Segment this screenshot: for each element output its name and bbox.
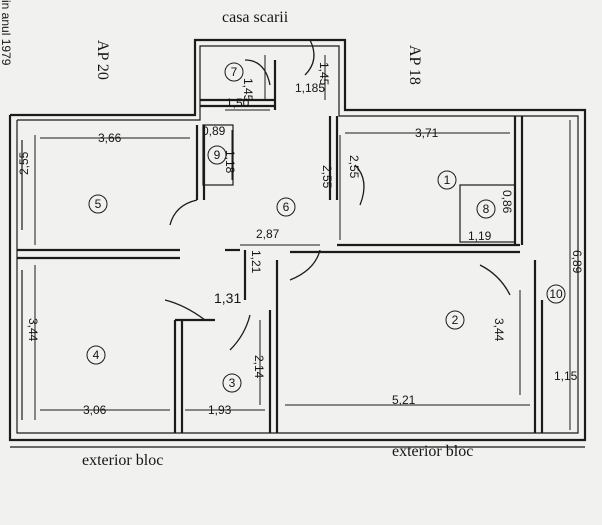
- dim-corridor-height: 2,55: [320, 165, 334, 189]
- dim-corridor-width: 2,87: [256, 227, 280, 241]
- apartment-18-label: AP 18: [406, 45, 423, 85]
- room-1-number: 1: [444, 173, 451, 187]
- dim-room3-width: 1,93: [208, 403, 232, 417]
- exterior-right-label: exterior bloc: [392, 443, 473, 460]
- dim-room3-height: 2,14: [252, 355, 266, 379]
- dim-room2-height: 3,44: [492, 318, 506, 342]
- dim-room10-width: 1,15: [554, 369, 578, 383]
- door-room-10: [479, 264, 511, 296]
- door-room-1: [354, 164, 365, 206]
- room-7-number: 7: [231, 65, 238, 79]
- dim-room7-height: 1,45: [241, 78, 255, 102]
- interior-walls: [17, 60, 544, 433]
- dim-room1-width: 3,71: [415, 126, 439, 140]
- exterior-left-label: exterior bloc: [82, 452, 163, 469]
- room-9-marker: 9: [207, 145, 227, 165]
- dim-room4-height: 3,44: [26, 318, 40, 342]
- dim-hall-height: 1,21: [249, 250, 263, 274]
- room-8-marker: 8: [476, 199, 496, 219]
- room-5-number: 5: [95, 197, 102, 211]
- room-3-marker: 3: [222, 373, 242, 393]
- apartment-20-label: AP 20: [94, 40, 111, 80]
- plan-labels: casa scarii AP 20 AP 18 exterior bloc ex…: [0, 0, 473, 469]
- dim-room2-width: 5,21: [392, 393, 416, 407]
- room-10-number: 10: [549, 287, 563, 301]
- room-6-number: 6: [283, 200, 290, 214]
- door-stairs: [304, 39, 315, 76]
- room-3-number: 3: [229, 376, 236, 390]
- dim-room5-height: 2,55: [17, 151, 31, 175]
- stairs-label: casa scarii: [222, 9, 289, 26]
- room-4-number: 4: [93, 348, 100, 362]
- dim-stairs-height: 1,45: [317, 62, 331, 86]
- dim-stairs-width: 1,185: [295, 81, 325, 95]
- room-numbers: 7 9 5 6 1 8 4 3 2 10: [86, 62, 566, 393]
- door-room-5: [169, 199, 198, 226]
- room-8-number: 8: [483, 202, 490, 216]
- dimension-lines: [34, 55, 571, 430]
- dim-room7-width: 1,50: [226, 96, 250, 110]
- room-2-number: 2: [452, 313, 459, 327]
- dim-room8-width: 1,19: [468, 229, 492, 243]
- room-1-marker: 1: [437, 170, 457, 190]
- dimension-labels: 1,45 1,45 1,185 1,50 0,89 1,18 3,66 2,55…: [17, 62, 584, 417]
- margin-note: in anul 1979: [0, 0, 13, 66]
- room-4-marker: 4: [86, 345, 106, 365]
- dim-room8-height: 0,86: [500, 190, 514, 214]
- dim-room4-width: 3,06: [83, 403, 107, 417]
- door-room-4: [164, 299, 206, 321]
- dim-room1-height: 2,55: [347, 155, 361, 179]
- door-room-7: [244, 59, 271, 86]
- dim-hall-width: 1,31: [214, 290, 241, 306]
- room-6-marker: 6: [276, 197, 296, 217]
- outer-walls: [8, 38, 587, 448]
- room-10-marker: 10: [546, 284, 566, 304]
- room-5-marker: 5: [88, 194, 108, 214]
- room-9-number: 9: [214, 148, 221, 162]
- doors: [164, 39, 511, 351]
- dim-room5-width: 3,66: [98, 131, 122, 145]
- room-7-marker: 7: [224, 62, 244, 82]
- door-room-2: [289, 249, 321, 281]
- door-room-3: [229, 314, 251, 351]
- room-2-marker: 2: [445, 310, 465, 330]
- dim-room10-height: 6,89: [570, 250, 584, 274]
- dim-room9-height: 1,18: [223, 150, 237, 174]
- dim-room9-width: 0,89: [202, 124, 226, 138]
